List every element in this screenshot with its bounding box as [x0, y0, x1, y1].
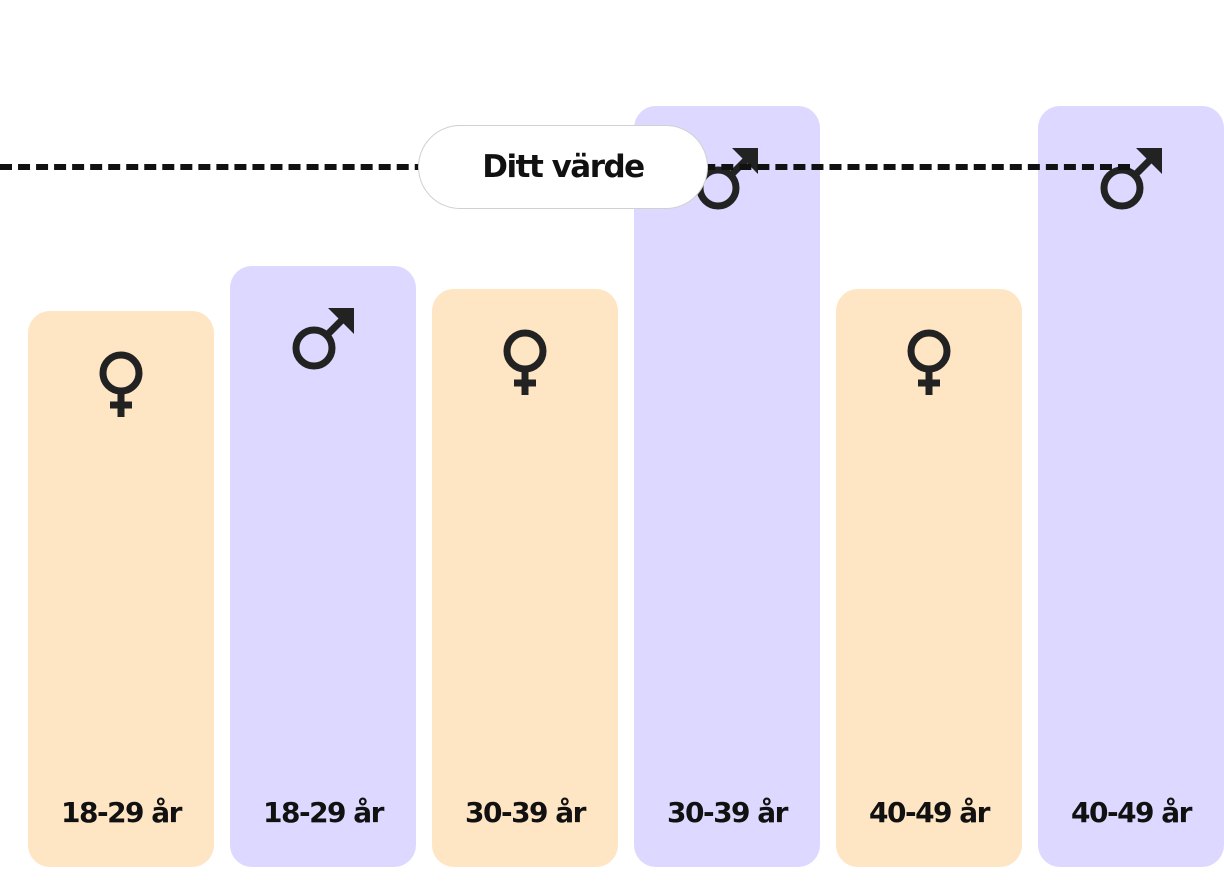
bar-label: 18-29 år — [262, 795, 385, 829]
female-symbol-icon — [503, 329, 547, 395]
bar-female-2: 30-39 år — [432, 288, 618, 867]
bar-female-4: 40-49 år — [836, 288, 1022, 867]
bar-male-3: 30-39 år — [634, 106, 820, 867]
female-symbol-icon — [99, 351, 143, 418]
bar-male-1: 18-29 år — [230, 265, 416, 867]
bar-label: 18-29 år — [60, 795, 183, 829]
bar-label: 30-39 år — [464, 795, 587, 829]
bar-label: 40-49 år — [1070, 796, 1193, 829]
age-gender-bar-chart: 18-29 år 18-29 år 30-39 år 30-39 år 40-49 år… — [0, 106, 1224, 867]
bar-label: 30-39 år — [666, 796, 789, 829]
male-symbol-icon — [1100, 148, 1162, 210]
bar-female-0: 18-29 år — [28, 311, 214, 867]
reference-label: Ditt värde — [418, 124, 708, 209]
bar-label: 40-49 år — [868, 795, 991, 829]
female-symbol-icon — [907, 329, 951, 395]
bar-male-5: 40-49 år — [1038, 106, 1224, 867]
male-symbol-icon — [292, 307, 354, 370]
